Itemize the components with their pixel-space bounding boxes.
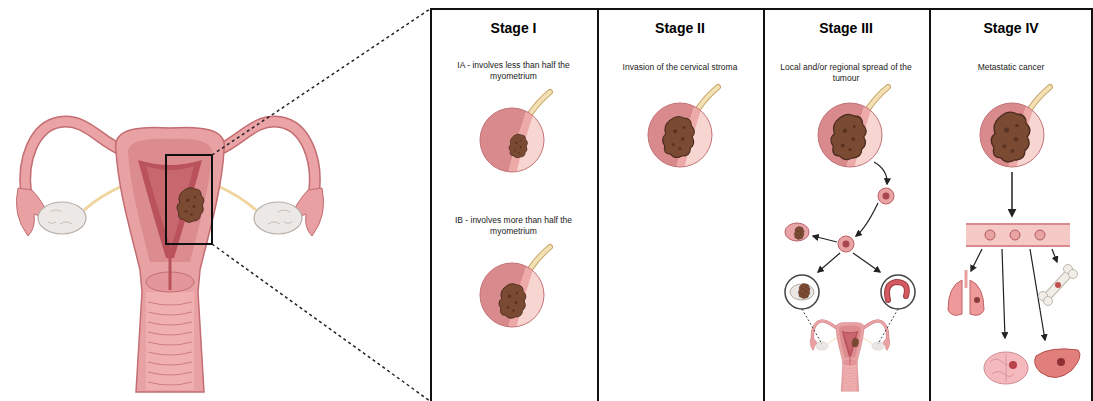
spread-arrow	[874, 162, 887, 184]
stage-heading: Stage I	[439, 20, 589, 37]
blood-vessel	[1010, 230, 1020, 240]
detail-leader-line	[802, 309, 822, 344]
blood-vessel	[1035, 230, 1045, 240]
metastasis-arrow	[1002, 249, 1005, 338]
metastasis-arrow	[1052, 249, 1057, 262]
stage-heading: Stage III	[771, 20, 921, 37]
stage-panel: Stage IV Metastatic cancer	[929, 8, 1093, 401]
tumour-cell	[838, 236, 854, 252]
blood-vessel	[966, 223, 1070, 225]
stage-ib-crop	[478, 247, 550, 329]
tube-detail	[881, 275, 915, 309]
blood-vessel	[966, 224, 1070, 246]
stage-iv-crop	[978, 87, 1050, 169]
lung	[970, 280, 984, 315]
spread-arrow	[856, 203, 878, 236]
stage-iii-crop	[816, 87, 888, 169]
stage-ia-crop	[509, 134, 527, 158]
brain	[984, 352, 1028, 384]
metastasis-arrow	[971, 249, 1057, 340]
liver	[1057, 358, 1065, 366]
stage-iii-crop	[816, 87, 888, 169]
blood-vessel	[985, 230, 995, 240]
stage-heading: Stage IV	[936, 20, 1086, 37]
ovary-detail	[785, 275, 819, 309]
uterus-illustration	[16, 122, 323, 392]
blood-vessel	[966, 224, 1070, 246]
tumour-cell	[878, 188, 894, 204]
lymph-node	[785, 223, 809, 241]
zoom-leader-line	[212, 9, 430, 155]
stage-description: IB - involves more than half the myometr…	[444, 215, 584, 238]
tube-detail	[887, 282, 907, 300]
stage-panel: Stage III Local and/or regional spread of…	[763, 8, 929, 401]
bone	[1069, 270, 1078, 279]
ovary-detail	[798, 283, 810, 298]
stage-ii-crop	[663, 116, 695, 157]
bone	[1044, 297, 1053, 306]
lung	[965, 270, 968, 288]
detail-leader-line	[802, 309, 898, 344]
stage-description: Metastatic cancer	[936, 62, 1086, 73]
tumour-cell	[838, 236, 854, 252]
stage-ia-crop	[478, 92, 550, 174]
tumour-cell	[878, 188, 894, 204]
ovary-detail	[785, 275, 819, 309]
bone	[1046, 272, 1070, 298]
stage-ib-crop	[478, 247, 550, 329]
lung	[974, 297, 980, 303]
stage-panel: Stage II Invasion of the cervical stroma	[597, 8, 763, 401]
small-uterus	[810, 321, 890, 391]
lymph-node	[794, 227, 804, 240]
brain	[1009, 361, 1017, 369]
uterus-illustration	[16, 122, 323, 392]
stage-ii-crop	[646, 87, 718, 169]
spread-arrow	[1011, 172, 1013, 216]
lymph-node	[785, 223, 809, 241]
lung	[948, 270, 984, 315]
stage-heading: Stage II	[605, 20, 755, 37]
stage-description: Local and/or regional spread of the tumo…	[771, 62, 921, 85]
detail-leader-line	[878, 309, 898, 344]
spread-arrow	[818, 253, 840, 272]
small-uterus	[810, 321, 890, 391]
spread-arrow	[813, 236, 837, 242]
stage-panel: Stage I IA - involves less than half the …	[430, 8, 597, 401]
stage-iv-crop	[991, 112, 1030, 162]
stage-iv-crop	[978, 87, 1050, 169]
zoom-leader-line	[212, 9, 430, 401]
brain	[984, 352, 1028, 384]
stage-description: Invasion of the cervical stroma	[605, 62, 755, 73]
blood-vessel	[966, 245, 1070, 247]
ovary-detail	[790, 284, 814, 300]
zoom-box	[166, 155, 212, 244]
lung	[948, 280, 962, 315]
zoom-leader-line	[212, 244, 430, 401]
tube-detail	[881, 275, 915, 309]
bone	[1046, 272, 1070, 298]
stage-ia-crop	[478, 92, 550, 174]
liver	[1035, 349, 1080, 378]
stage-ib-crop	[499, 284, 526, 319]
stage-description: IA - involves less than half the myometr…	[444, 60, 584, 83]
stage-iii-crop	[831, 114, 866, 159]
spread-arrow	[853, 253, 880, 272]
metastasis-arrow	[971, 249, 982, 271]
liver	[1035, 349, 1080, 378]
bone	[1039, 265, 1078, 306]
tube-detail	[887, 282, 907, 300]
stage-ii-crop	[646, 87, 718, 169]
bone	[1055, 282, 1061, 288]
spread-arrow	[813, 162, 887, 272]
